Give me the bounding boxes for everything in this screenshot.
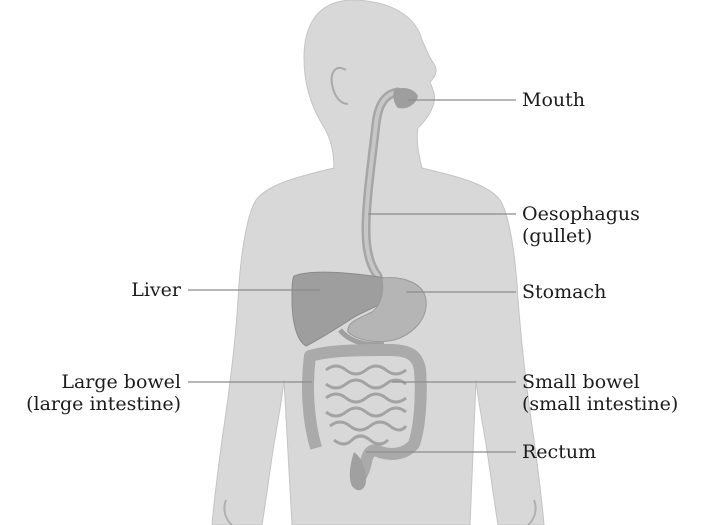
rectum-label-text: Rectum	[522, 441, 596, 463]
label-small-bowel: Small bowel (small intestine)	[522, 371, 678, 415]
large-bowel-label-line2: (large intestine)	[26, 393, 181, 415]
label-rectum: Rectum	[522, 441, 596, 463]
oesophagus-label-line1: Oesophagus	[522, 203, 640, 225]
label-large-bowel: Large bowel (large intestine)	[26, 371, 181, 415]
stomach-label-text: Stomach	[522, 281, 606, 303]
small-bowel-label-line1: Small bowel	[522, 371, 678, 393]
label-mouth: Mouth	[522, 89, 585, 111]
label-liver: Liver	[131, 279, 181, 301]
label-oesophagus: Oesophagus (gullet)	[522, 203, 640, 247]
liver-label-text: Liver	[131, 279, 181, 301]
oesophagus-label-line2: (gullet)	[522, 225, 640, 247]
small-bowel-label-line2: (small intestine)	[522, 393, 678, 415]
large-bowel-label-line1: Large bowel	[26, 371, 181, 393]
label-stomach: Stomach	[522, 281, 606, 303]
mouth-label-text: Mouth	[522, 89, 585, 111]
